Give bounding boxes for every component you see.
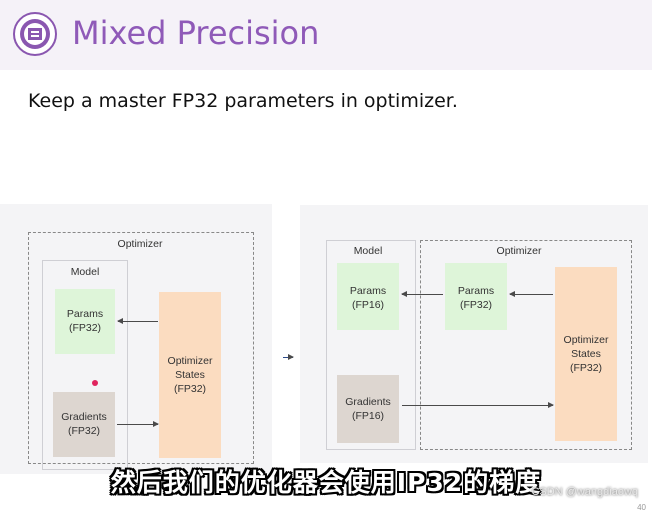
video-subtitle-caption: 然后我们的优化器会使用IP32的梯度 — [110, 468, 542, 497]
right-states-line1: Optimizer — [563, 334, 609, 346]
right-states-box — [555, 267, 617, 441]
left-gradients-line1: Gradients — [61, 411, 107, 423]
left-states-line2: States — [175, 369, 205, 381]
left-states-box — [159, 292, 221, 458]
slide-subtitle: Keep a master FP32 parameters in optimiz… — [28, 90, 458, 112]
left-states-to-params-arrow — [117, 318, 158, 324]
right-gradients-box — [337, 375, 399, 443]
right-diagram-panel: Model Optimizer Params (FP16) Params (FP… — [300, 205, 648, 463]
right-gradients-line1: Gradients — [345, 396, 391, 408]
left-params-line1: Params — [66, 308, 104, 320]
right-optimizer-label: Optimizer — [496, 245, 542, 257]
page-number: 40 — [637, 503, 646, 512]
right-gradients-to-states-arrow — [402, 402, 554, 408]
csdn-watermark: CSDN @wangdiaowq — [531, 486, 638, 498]
left-gradients-line2: (FP32) — [67, 425, 101, 437]
right-model-params-line1: Params — [349, 285, 387, 297]
left-diagram-panel: Optimizer Model Params (FP32) Gradients … — [0, 204, 272, 474]
right-states-line3: (FP32) — [569, 362, 603, 374]
right-model-container — [326, 240, 416, 450]
right-opt-params-line1: Params — [457, 285, 495, 297]
pointer-dot-icon — [92, 380, 98, 386]
transition-arrow — [283, 354, 294, 360]
left-gradients-to-states-arrow — [117, 421, 159, 427]
slide-header: Mixed Precision — [0, 0, 652, 70]
left-optimizer-label: Optimizer — [117, 238, 163, 250]
left-params-line2: (FP32) — [68, 322, 102, 334]
right-model-label: Model — [353, 245, 383, 257]
right-model-params-box — [337, 263, 399, 330]
left-model-label: Model — [70, 266, 100, 278]
left-states-line1: Optimizer — [167, 355, 213, 367]
right-states-to-opt-params-arrow — [509, 291, 553, 297]
right-optimizer-container — [420, 240, 632, 450]
left-gradients-box — [53, 392, 115, 457]
left-model-container — [42, 260, 128, 470]
left-states-line3: (FP32) — [173, 383, 207, 395]
university-logo-icon — [13, 12, 57, 56]
right-states-line2: States — [571, 348, 601, 360]
left-params-box — [55, 289, 115, 354]
left-optimizer-container — [28, 232, 254, 464]
right-model-params-line2: (FP16) — [351, 299, 385, 311]
slide-title: Mixed Precision — [72, 14, 320, 52]
right-opt-params-box — [445, 263, 507, 330]
right-gradients-line2: (FP16) — [351, 410, 385, 422]
right-opt-params-to-model-params-arrow — [401, 291, 443, 297]
right-opt-params-line2: (FP32) — [459, 299, 493, 311]
